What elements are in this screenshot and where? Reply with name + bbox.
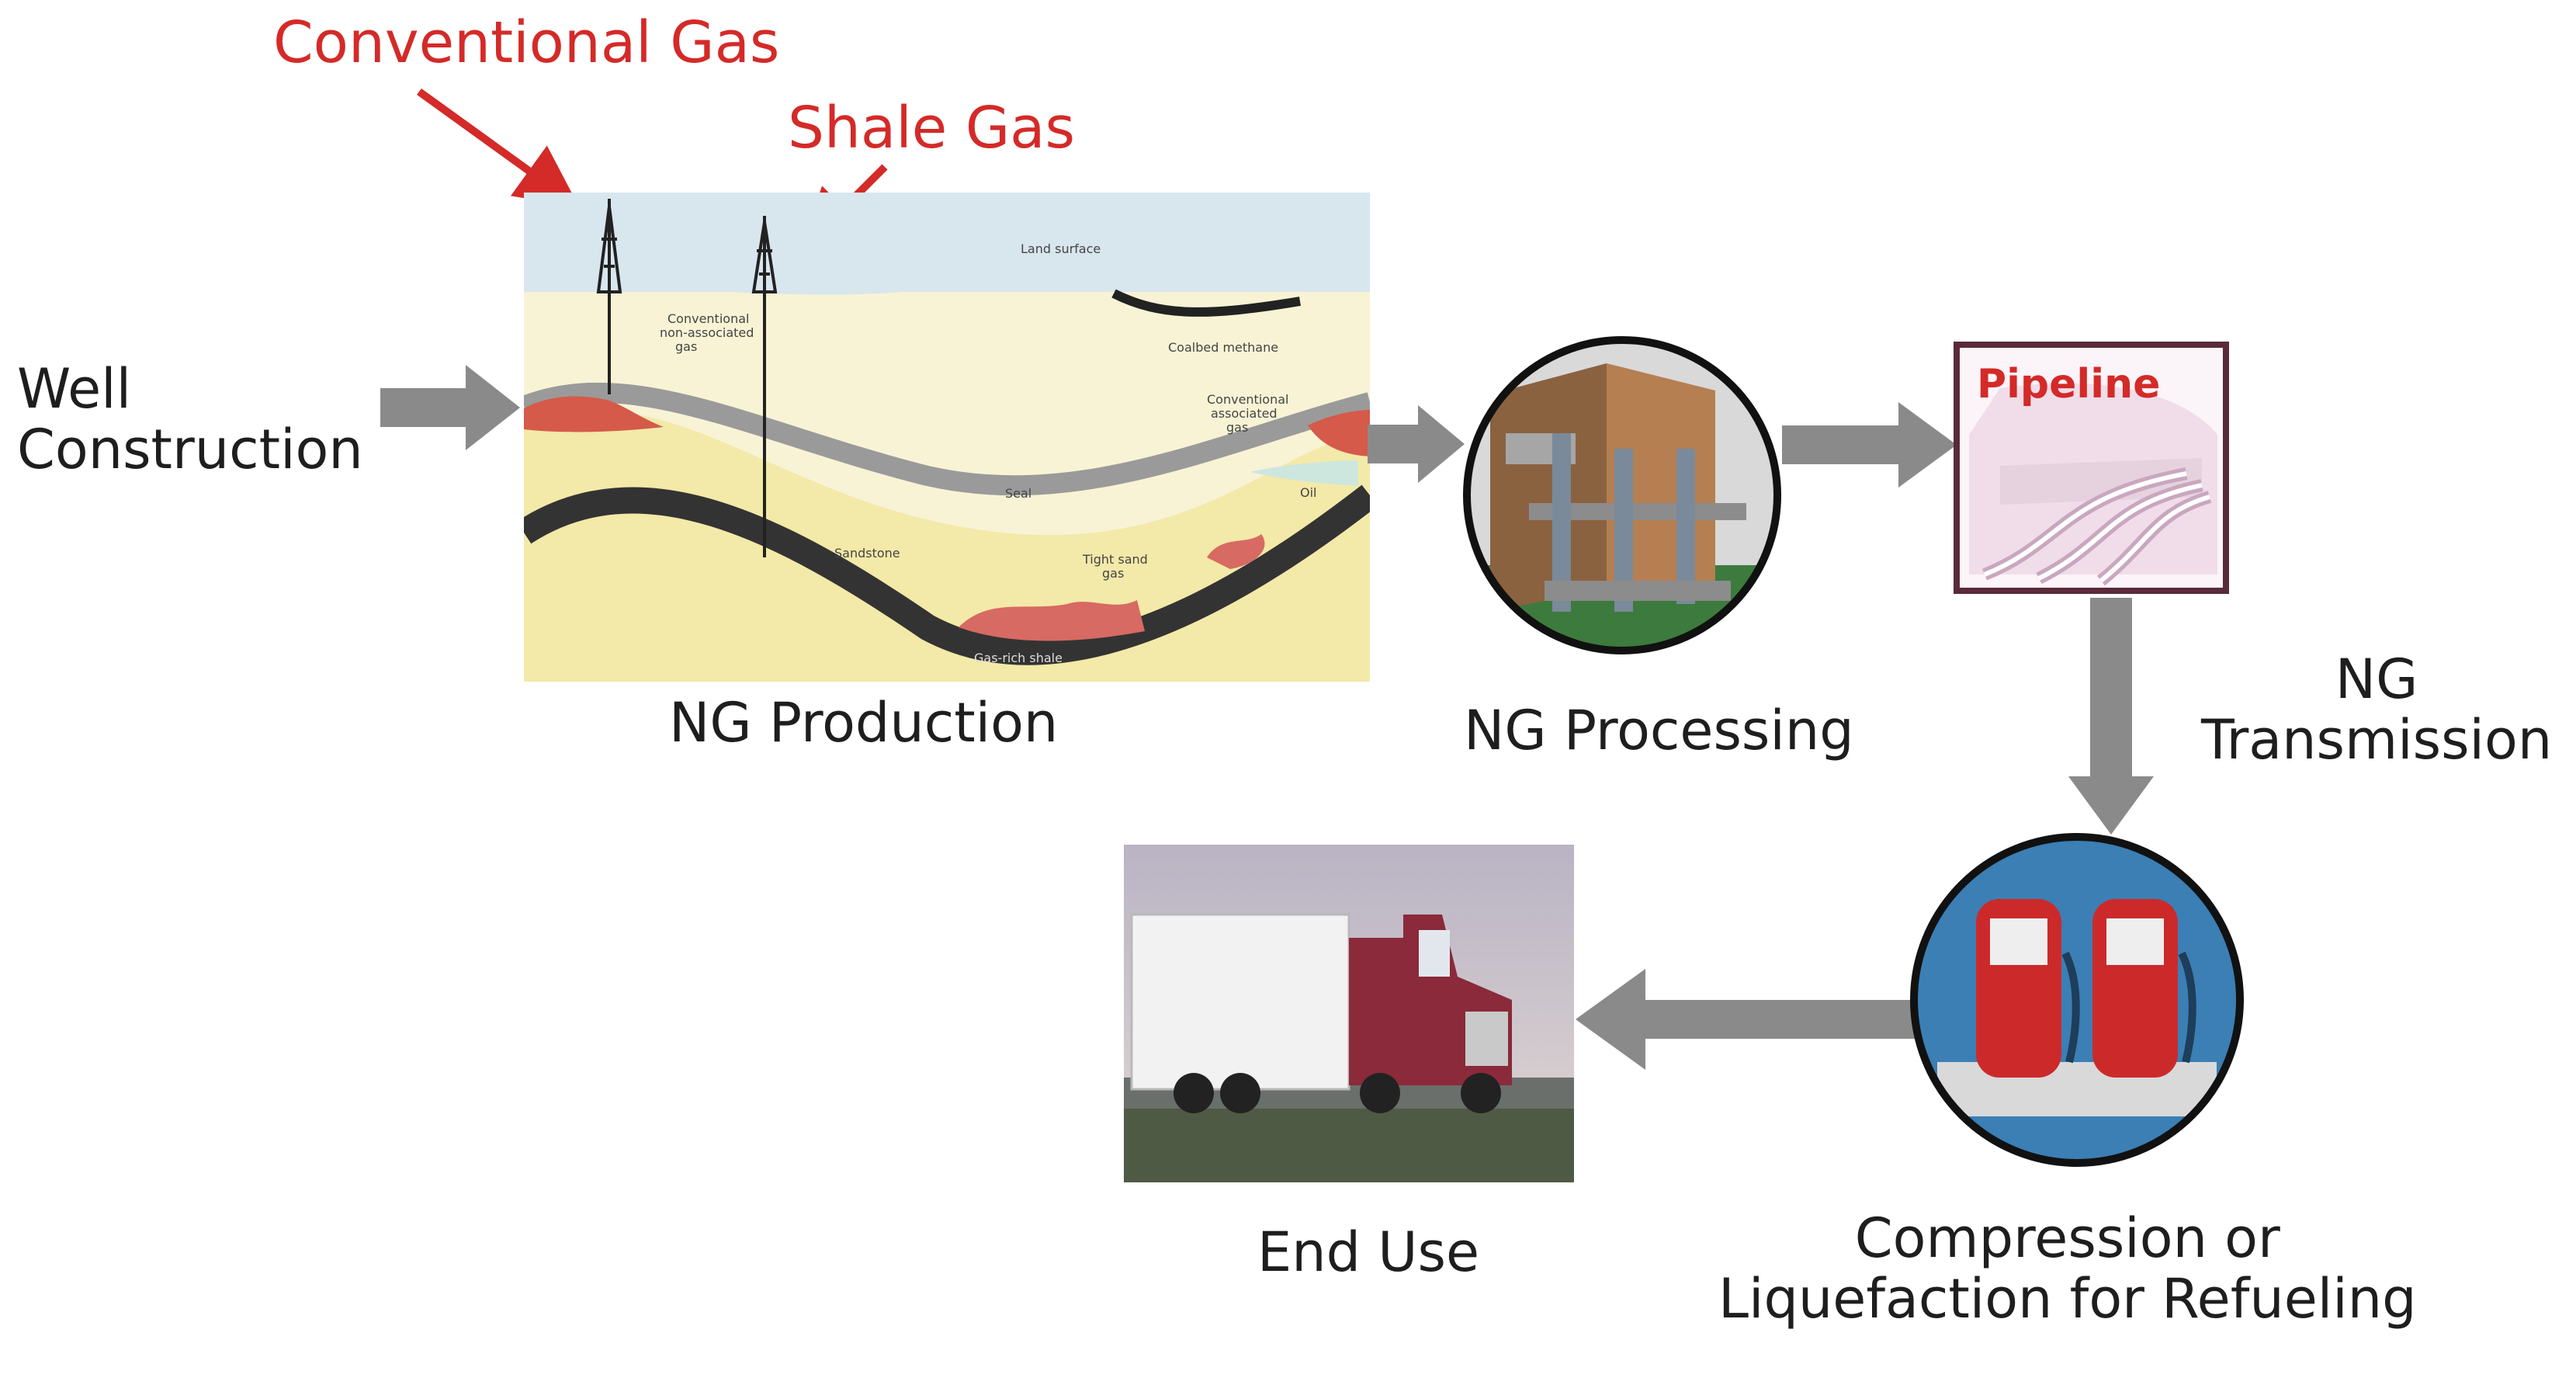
arrow-to-processing bbox=[1368, 405, 1465, 483]
arrow-to-pipeline bbox=[1782, 402, 1957, 488]
svg-text:gas: gas bbox=[675, 339, 697, 354]
svg-text:associated: associated bbox=[1211, 406, 1278, 421]
svg-text:Conventional: Conventional bbox=[667, 311, 749, 326]
pipeline-illustration: Pipeline bbox=[1954, 342, 2229, 594]
svg-text:Tight sand: Tight sand bbox=[1082, 552, 1148, 567]
conventional-gas-arrow bbox=[417, 88, 580, 207]
ng-production-label: NG Production bbox=[669, 691, 1059, 755]
svg-text:Conventional: Conventional bbox=[1207, 392, 1288, 407]
land-surface-text: Land surface bbox=[1021, 241, 1101, 256]
gas-rich-shale-text: Gas-rich shale bbox=[974, 651, 1063, 665]
pipeline-text: Pipeline bbox=[1977, 361, 2160, 408]
ng-processing-label: NG Processing bbox=[1464, 699, 1854, 762]
conventional-gas-label: Conventional Gas bbox=[273, 9, 780, 76]
shale-gas-label: Shale Gas bbox=[788, 95, 1076, 161]
arrow-to-production bbox=[380, 365, 520, 450]
ng-transmission-label: NG Transmission bbox=[2201, 647, 2553, 772]
seal-text: Seal bbox=[1005, 486, 1031, 501]
coalbed-methane-text: Coalbed methane bbox=[1168, 340, 1278, 355]
arrow-to-compression bbox=[2068, 598, 2154, 835]
svg-text:gas: gas bbox=[1102, 566, 1124, 581]
arrow-to-end-use bbox=[1576, 969, 1917, 1070]
compression-label: Compression or Liquefaction for Refuelin… bbox=[1718, 1206, 2417, 1331]
svg-text:gas: gas bbox=[1226, 420, 1248, 435]
end-use-label: End Use bbox=[1257, 1220, 1480, 1284]
refueling-pumps-illustration bbox=[1906, 829, 2248, 1171]
processing-plant-illustration bbox=[1459, 332, 1785, 658]
well-construction-label: Well Construction bbox=[17, 357, 363, 482]
ng-production-cross-section: Land surface Conventional non-associated… bbox=[524, 193, 1370, 682]
truck-photo bbox=[1124, 845, 1574, 1182]
sandstone-text: Sandstone bbox=[834, 546, 900, 561]
svg-text:non-associated: non-associated bbox=[660, 325, 754, 340]
oil-text: Oil bbox=[1300, 485, 1316, 500]
